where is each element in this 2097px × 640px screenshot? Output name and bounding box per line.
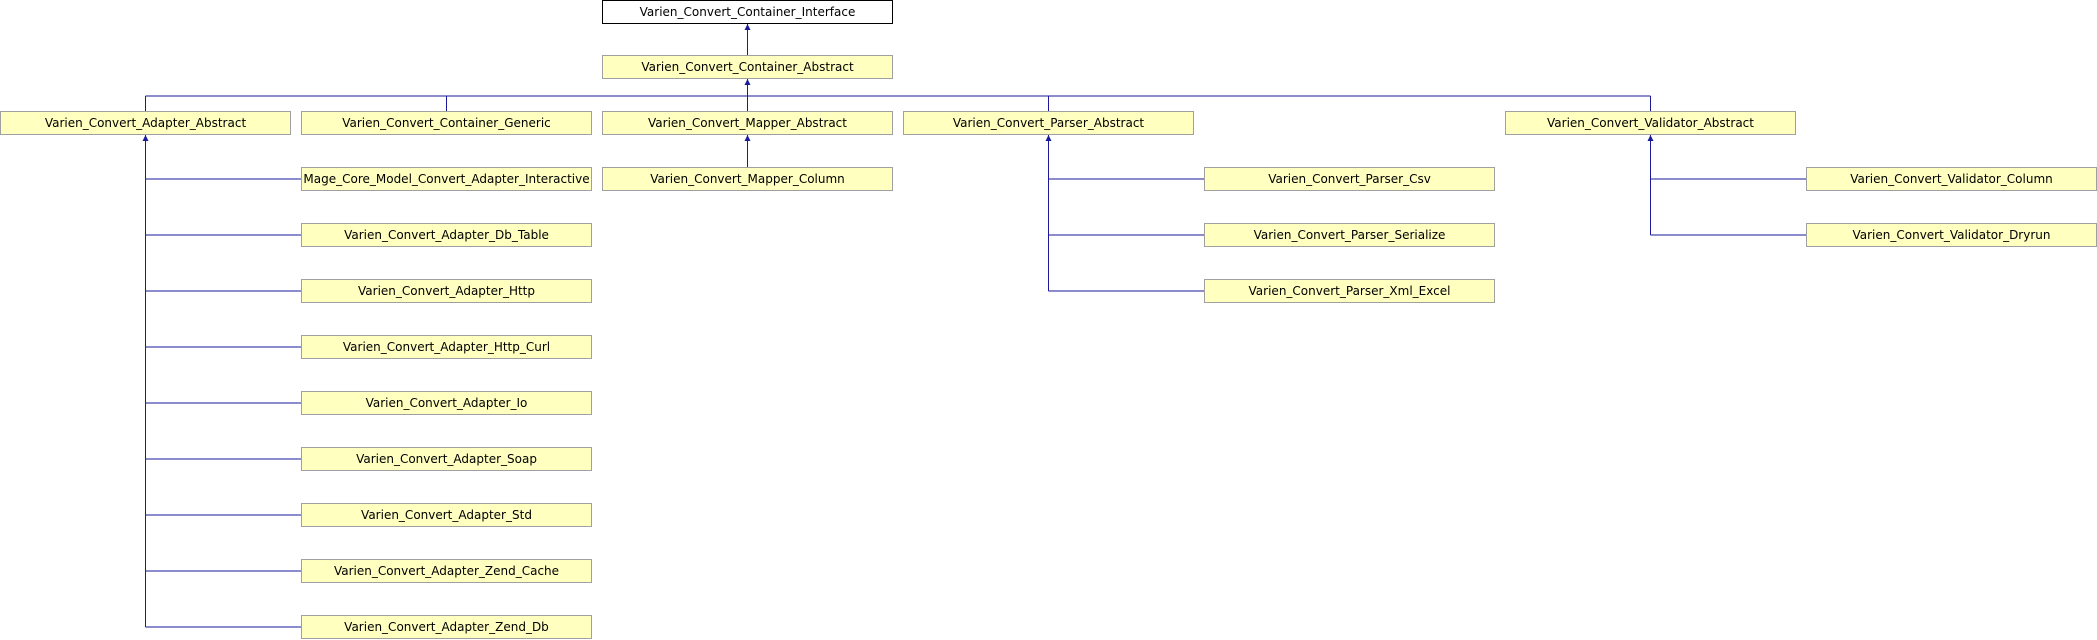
node-validator-column[interactable]: Varien_Convert_Validator_Column — [1806, 167, 2097, 191]
node-adapter-zend-db[interactable]: Varien_Convert_Adapter_Zend_Db — [301, 615, 592, 639]
node-adapter-http-curl[interactable]: Varien_Convert_Adapter_Http_Curl — [301, 335, 592, 359]
arrow-interface — [744, 24, 751, 30]
node-validator-dryrun[interactable]: Varien_Convert_Validator_Dryrun — [1806, 223, 2097, 247]
node-mapper-abstract[interactable]: Varien_Convert_Mapper_Abstract — [602, 111, 893, 135]
node-adapter-std[interactable]: Varien_Convert_Adapter_Std — [301, 503, 592, 527]
node-mage-adapter-interactive[interactable]: Mage_Core_Model_Convert_Adapter_Interact… — [301, 167, 592, 191]
node-mapper-column[interactable]: Varien_Convert_Mapper_Column — [602, 167, 893, 191]
node-adapter-io[interactable]: Varien_Convert_Adapter_Io — [301, 391, 592, 415]
node-parser-csv[interactable]: Varien_Convert_Parser_Csv — [1204, 167, 1495, 191]
node-parser-serialize[interactable]: Varien_Convert_Parser_Serialize — [1204, 223, 1495, 247]
arrow-mapper-abstract — [744, 135, 751, 141]
node-container-abstract[interactable]: Varien_Convert_Container_Abstract — [602, 55, 893, 79]
node-parser-xml-excel[interactable]: Varien_Convert_Parser_Xml_Excel — [1204, 279, 1495, 303]
node-adapter-zend-cache[interactable]: Varien_Convert_Adapter_Zend_Cache — [301, 559, 592, 583]
node-container-interface: Varien_Convert_Container_Interface — [602, 0, 893, 24]
node-validator-abstract[interactable]: Varien_Convert_Validator_Abstract — [1505, 111, 1796, 135]
arrow-adapter-abstract — [142, 135, 149, 141]
node-adapter-db-table[interactable]: Varien_Convert_Adapter_Db_Table — [301, 223, 592, 247]
arrow-validator-abstract — [1647, 135, 1654, 141]
node-adapter-soap[interactable]: Varien_Convert_Adapter_Soap — [301, 447, 592, 471]
node-adapter-http[interactable]: Varien_Convert_Adapter_Http — [301, 279, 592, 303]
node-parser-abstract[interactable]: Varien_Convert_Parser_Abstract — [903, 111, 1194, 135]
node-container-generic[interactable]: Varien_Convert_Container_Generic — [301, 111, 592, 135]
node-adapter-abstract[interactable]: Varien_Convert_Adapter_Abstract — [0, 111, 291, 135]
arrow-parser-abstract — [1045, 135, 1052, 141]
arrow-container-abstract — [744, 79, 751, 85]
